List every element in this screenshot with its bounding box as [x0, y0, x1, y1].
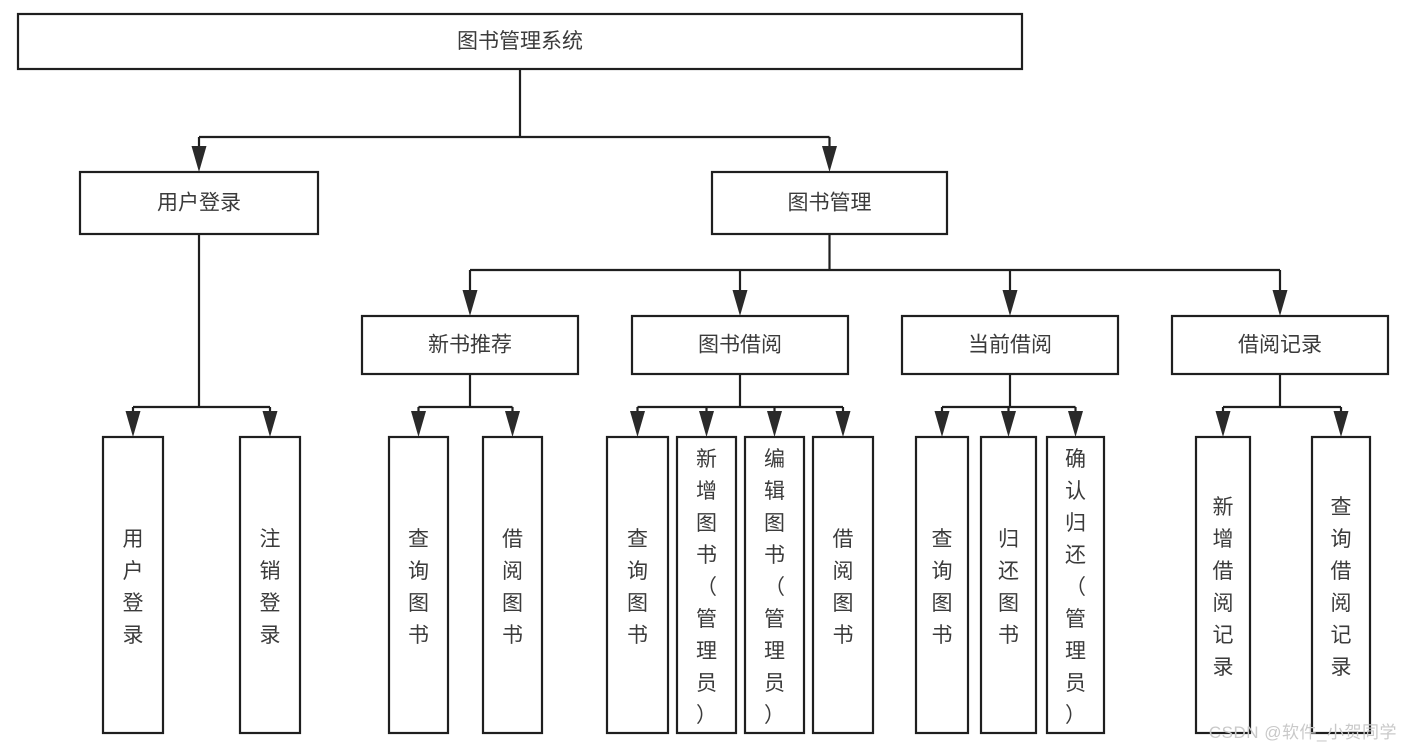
arrow-head-icon — [767, 411, 782, 437]
node-label: 确认归还（管理员） — [1065, 448, 1086, 727]
node-leaf-add-book[interactable]: 新增图书（管理员） — [675, 435, 738, 735]
arrow-head-icon — [1001, 411, 1016, 437]
node-box[interactable] — [387, 435, 450, 735]
node-label: 借阅记录 — [1238, 334, 1322, 357]
node-leaf-query-book-3[interactable]: 查询图书 — [914, 435, 970, 735]
node-leaf-user-login[interactable]: 用户登录 — [101, 435, 165, 735]
arrow-head-icon — [411, 411, 426, 437]
arrow-head-icon — [262, 411, 278, 437]
node-leaf-logout[interactable]: 注销登录 — [238, 435, 302, 735]
arrow-head-icon — [699, 411, 714, 437]
arrow-head-icon — [934, 411, 950, 437]
arrow-head-icon — [835, 411, 851, 437]
node-box[interactable] — [979, 435, 1038, 735]
node-user-login[interactable]: 用户登录 — [78, 170, 320, 236]
arrow-head-icon — [822, 146, 837, 172]
node-box[interactable] — [16, 12, 1024, 71]
node-box[interactable] — [78, 170, 320, 236]
arrow-head-icon — [1002, 290, 1018, 316]
node-box[interactable] — [360, 314, 580, 376]
node-leaf-borrow-book-1[interactable]: 借阅图书 — [481, 435, 544, 735]
node-label: 借阅图书 — [833, 528, 854, 647]
node-box[interactable] — [1194, 435, 1252, 735]
node-box[interactable] — [481, 435, 544, 735]
node-leaf-query-book-1[interactable]: 查询图书 — [387, 435, 450, 735]
node-leaf-borrow-book-2[interactable]: 借阅图书 — [811, 435, 875, 735]
node-label: 图书管理 — [788, 192, 872, 215]
node-box[interactable] — [1045, 435, 1106, 735]
node-label: 当前借阅 — [968, 334, 1052, 357]
csdn-watermark: CSDN @软件_小贺同学 — [1208, 723, 1397, 742]
node-label: 查询图书 — [627, 528, 648, 647]
node-box[interactable] — [675, 435, 738, 735]
node-new-book-recommend[interactable]: 新书推荐 — [360, 314, 580, 376]
arrow-head-icon — [1068, 411, 1083, 437]
arrow-head-icon — [1333, 411, 1349, 437]
node-label: 新增借阅记录 — [1213, 496, 1234, 679]
node-label: 新增图书（管理员） — [696, 448, 717, 727]
node-label: 查询借阅记录 — [1331, 496, 1352, 679]
arrow-head-icon — [191, 146, 207, 172]
node-label: 图书管理系统 — [457, 30, 583, 53]
node-box[interactable] — [743, 435, 806, 735]
arrow-head-icon — [1215, 411, 1231, 437]
node-current-borrow[interactable]: 当前借阅 — [900, 314, 1120, 376]
node-box[interactable] — [914, 435, 970, 735]
node-root-图书管理系统[interactable]: 图书管理系统 — [16, 12, 1024, 71]
node-label: 查询图书 — [932, 528, 953, 647]
node-leaf-add-record[interactable]: 新增借阅记录 — [1194, 435, 1252, 735]
node-box[interactable] — [900, 314, 1120, 376]
connector-layer — [125, 69, 1349, 437]
arrow-head-icon — [505, 411, 520, 437]
node-label: 注销登录 — [260, 528, 281, 647]
node-label: 用户登录 — [123, 528, 144, 647]
node-box[interactable] — [238, 435, 302, 735]
arrow-head-icon — [732, 290, 748, 316]
arrow-head-icon — [462, 290, 478, 316]
node-leaf-confirm-return[interactable]: 确认归还（管理员） — [1045, 435, 1106, 735]
node-label: 编辑图书（管理员） — [764, 448, 785, 727]
node-book-manage[interactable]: 图书管理 — [710, 170, 949, 236]
node-box[interactable] — [811, 435, 875, 735]
node-box[interactable] — [101, 435, 165, 735]
node-box[interactable] — [710, 170, 949, 236]
node-box[interactable] — [605, 435, 670, 735]
node-label: 查询图书 — [408, 528, 429, 647]
arrow-head-icon — [1272, 290, 1288, 316]
node-leaf-query-book-2[interactable]: 查询图书 — [605, 435, 670, 735]
arrow-head-icon — [630, 411, 645, 437]
node-layer: 图书管理系统用户登录图书管理新书推荐图书借阅当前借阅借阅记录用户登录注销登录查询… — [16, 12, 1390, 735]
node-box[interactable] — [630, 314, 850, 376]
node-borrow-record[interactable]: 借阅记录 — [1170, 314, 1390, 376]
node-leaf-edit-book[interactable]: 编辑图书（管理员） — [743, 435, 806, 735]
node-box[interactable] — [1170, 314, 1390, 376]
node-label: 图书借阅 — [698, 334, 782, 357]
node-leaf-query-record[interactable]: 查询借阅记录 — [1310, 435, 1372, 735]
node-box[interactable] — [1310, 435, 1372, 735]
node-label: 归还图书 — [998, 528, 1019, 647]
node-label: 新书推荐 — [428, 334, 512, 357]
node-label: 用户登录 — [157, 192, 241, 215]
node-leaf-return-book[interactable]: 归还图书 — [979, 435, 1038, 735]
node-label: 借阅图书 — [502, 528, 523, 647]
arrow-head-icon — [125, 411, 141, 437]
node-book-borrow[interactable]: 图书借阅 — [630, 314, 850, 376]
